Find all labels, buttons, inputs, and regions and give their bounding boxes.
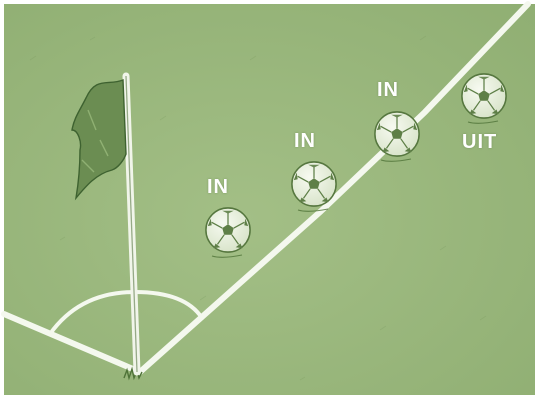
ball-label-in-1: IN — [207, 177, 229, 197]
soccer-ball-icon — [292, 162, 336, 206]
soccer-ball-icon — [375, 112, 419, 156]
soccer-ball-icon — [462, 74, 506, 118]
ball-label-out: UIT — [462, 132, 497, 152]
ball-label-in-3: IN — [377, 80, 399, 100]
ball-label-in-2: IN — [294, 131, 316, 151]
grass-field — [4, 4, 535, 395]
soccer-ball-icon — [206, 208, 250, 252]
